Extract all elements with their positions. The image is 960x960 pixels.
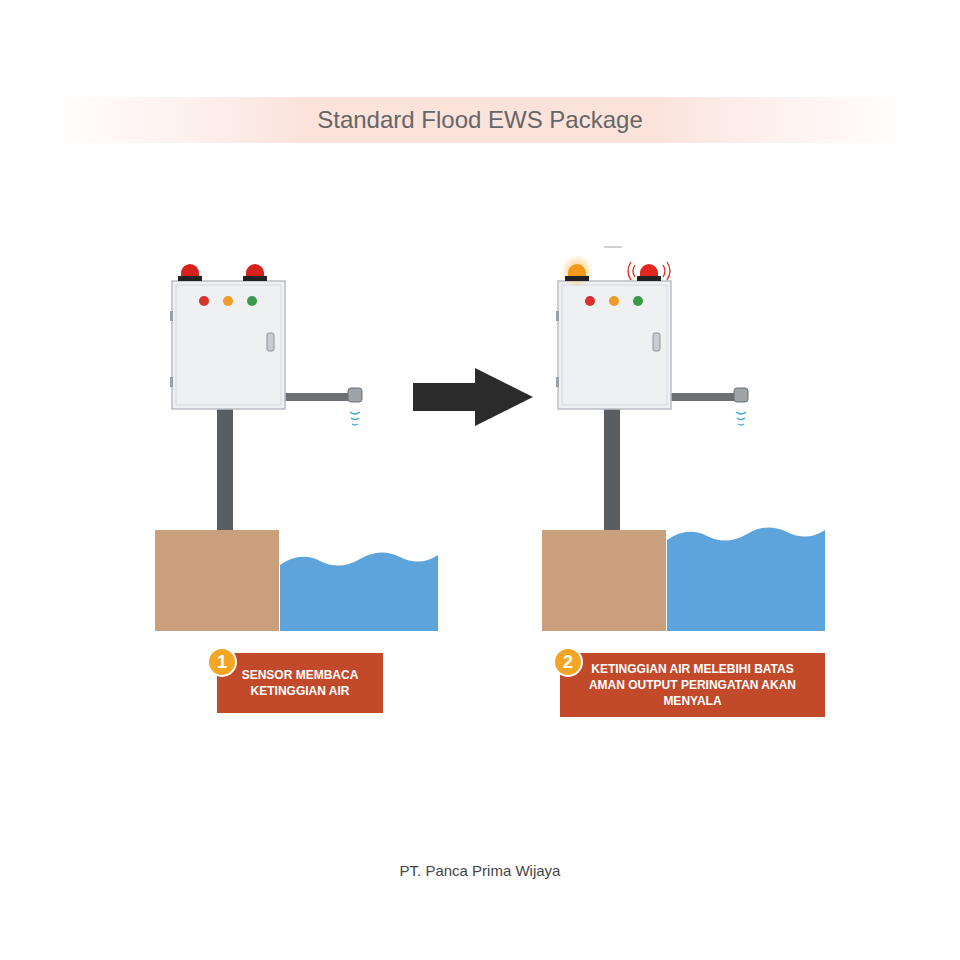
- scene-normal: [155, 264, 438, 631]
- step-text: KETINGGIAN AIR MELEBIHI BATAS AMAN OUTPU…: [574, 661, 811, 709]
- step-text: SENSOR MEMBACA KETINGGIAN AIR: [231, 667, 369, 699]
- scene-alarm: [542, 246, 825, 631]
- company-footer: PT. Panca Prima Wijaya: [0, 862, 960, 879]
- callout-number: 2: [553, 647, 583, 677]
- callout-text: 2: [563, 652, 573, 673]
- page-title: Standard Flood EWS Package: [0, 97, 960, 143]
- step-box: KETINGGIAN AIR MELEBIHI BATAS AMAN OUTPU…: [560, 653, 825, 717]
- callout-text: 1: [217, 652, 227, 673]
- step-box: SENSOR MEMBACA KETINGGIAN AIR: [217, 653, 383, 713]
- process-arrow: [413, 368, 533, 426]
- callout-number: 1: [207, 647, 237, 677]
